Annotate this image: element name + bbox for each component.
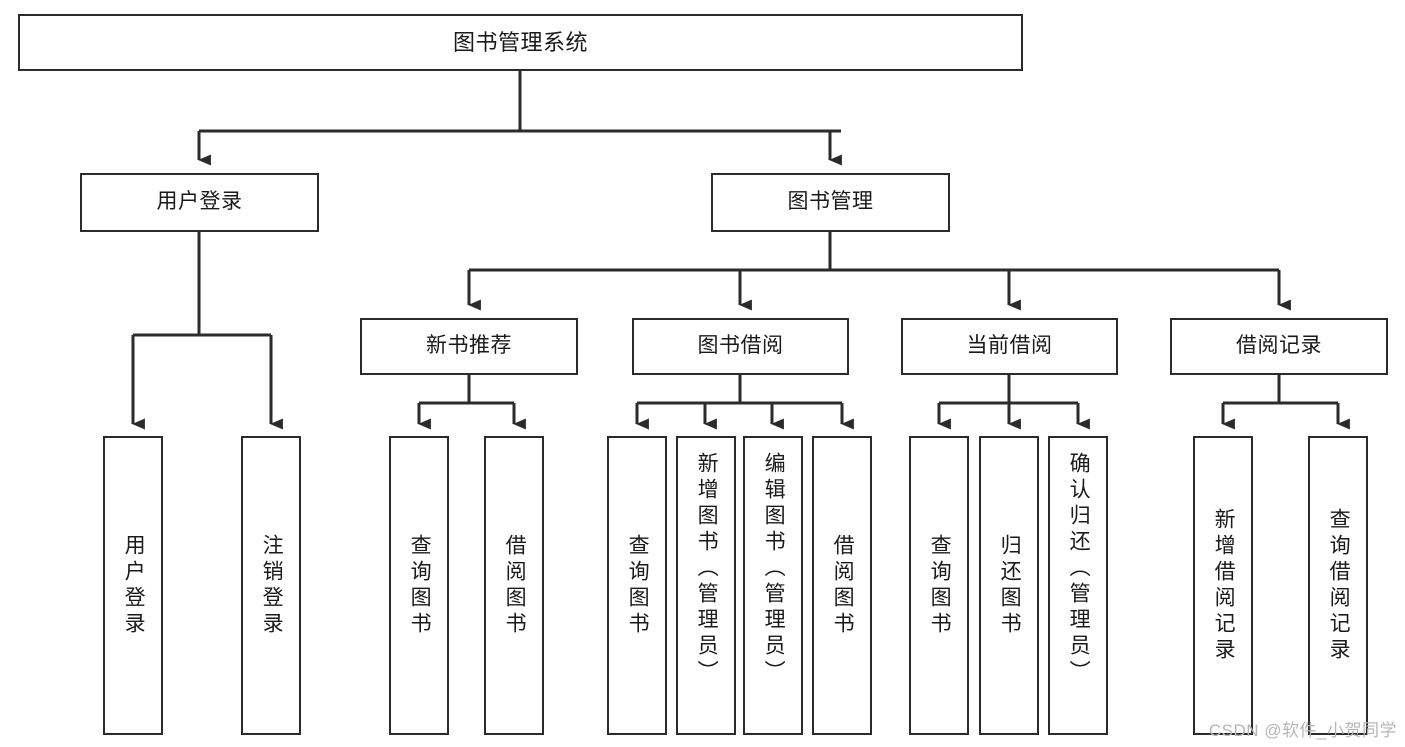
node-book-borrow-label: 图书借阅 <box>697 334 784 358</box>
leaf-user-login-signin-label: 用户登录 <box>122 533 146 638</box>
leaf-new-book-query[interactable]: 查询图书 <box>389 436 449 735</box>
leaf-current-return-book-label: 归还图书 <box>998 533 1022 638</box>
node-current-borrow-label: 当前借阅 <box>966 334 1053 358</box>
leaf-new-book-query-label: 查询图书 <box>408 533 432 638</box>
node-borrow-records[interactable]: 借阅记录 <box>1170 318 1388 375</box>
node-borrow-records-label: 借阅记录 <box>1236 334 1322 358</box>
node-user-login[interactable]: 用户登录 <box>80 173 319 232</box>
leaf-borrow-add-book[interactable]: 新增图书（管理员） <box>676 436 736 735</box>
leaf-current-query-book-label: 查询图书 <box>928 533 952 638</box>
leaf-borrow-edit-book-label: 编辑图书（管理员） <box>762 452 786 686</box>
leaf-borrow-edit-book[interactable]: 编辑图书（管理员） <box>743 436 803 735</box>
leaf-current-confirm-return-label: 确认归还（管理员） <box>1067 452 1091 686</box>
node-user-login-label: 用户登录 <box>156 190 243 214</box>
leaf-current-query-book[interactable]: 查询图书 <box>909 436 969 735</box>
leaf-records-query[interactable]: 查询借阅记录 <box>1308 436 1368 735</box>
watermark-text: CSDN @软件_小贺同学 <box>1208 721 1397 740</box>
leaf-user-login-signout[interactable]: 注销登录 <box>241 436 301 735</box>
node-book-management-label: 图书管理 <box>787 190 874 214</box>
leaf-borrow-add-book-label: 新增图书（管理员） <box>695 452 719 686</box>
leaf-records-query-label: 查询借阅记录 <box>1327 507 1351 664</box>
leaf-borrow-borrow-book-label: 借阅图书 <box>831 533 855 638</box>
leaf-current-confirm-return[interactable]: 确认归还（管理员） <box>1048 436 1108 735</box>
node-root-label: 图书管理系统 <box>452 29 588 55</box>
node-new-book-recommend[interactable]: 新书推荐 <box>360 318 578 375</box>
leaf-new-book-borrow-label: 借阅图书 <box>503 533 527 638</box>
node-new-book-recommend-label: 新书推荐 <box>426 334 512 358</box>
leaf-records-add[interactable]: 新增借阅记录 <box>1193 436 1253 735</box>
leaf-user-login-signout-label: 注销登录 <box>260 533 284 638</box>
leaf-records-add-label: 新增借阅记录 <box>1212 507 1236 664</box>
node-book-borrow[interactable]: 图书借阅 <box>632 318 849 375</box>
node-root[interactable]: 图书管理系统 <box>18 14 1023 71</box>
leaf-user-login-signin[interactable]: 用户登录 <box>103 436 163 735</box>
leaf-current-return-book[interactable]: 归还图书 <box>979 436 1039 735</box>
leaf-new-book-borrow[interactable]: 借阅图书 <box>484 436 544 735</box>
leaf-borrow-query-book-label: 查询图书 <box>626 533 650 638</box>
node-current-borrow[interactable]: 当前借阅 <box>901 318 1118 375</box>
leaf-borrow-borrow-book[interactable]: 借阅图书 <box>812 436 872 735</box>
node-book-management[interactable]: 图书管理 <box>711 173 950 232</box>
leaf-borrow-query-book[interactable]: 查询图书 <box>607 436 667 735</box>
